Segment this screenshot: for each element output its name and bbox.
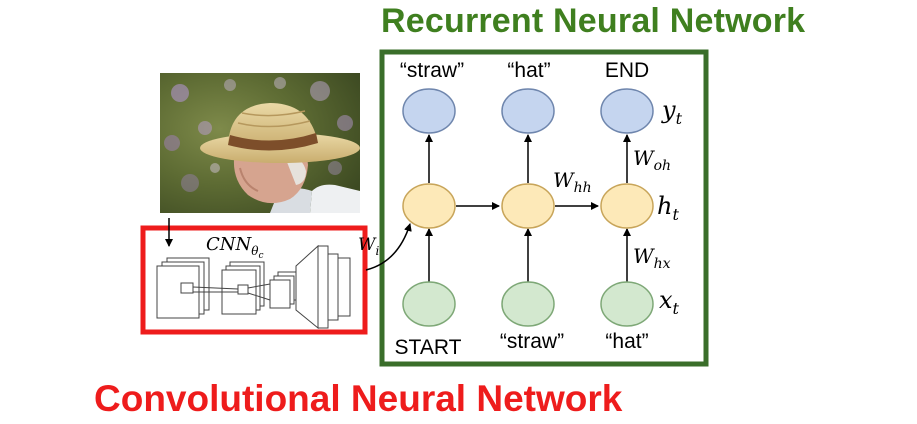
rnn-title: Recurrent Neural Network [381,2,806,40]
w-hx-label: Whx [633,244,671,272]
input-node-3 [600,281,654,327]
hidden-node-2 [501,183,555,229]
cnn-to-hidden-arrow [365,223,412,271]
w-ih-partial-label: Wi [358,235,379,258]
cnn-title: Convolutional Neural Network [94,378,623,419]
input-photo [160,73,360,213]
hidden-node-1 [402,183,456,229]
input-label-3: “hat” [605,330,648,353]
cnn-layers-illustration [156,244,351,330]
y-t-label: yt [661,96,683,128]
cnn-label: CNNθc [206,234,264,261]
cnn-box [140,225,368,335]
output-node-3 [600,88,654,134]
output-node-2 [501,88,555,134]
input-label-2: “straw” [500,330,564,353]
w-oh-label: Woh [633,146,671,174]
output-label-3: END [605,59,649,82]
straw-hat-man-image [160,73,360,213]
rnn-arrows [425,134,631,282]
x-t-label: xt [659,286,680,318]
rnn-box [379,49,709,367]
input-node-2 [501,281,555,327]
input-label-1: START [395,336,462,359]
hidden-node-3 [600,183,654,229]
output-node-1 [402,88,456,134]
output-label-2: “hat” [507,59,550,82]
w-hh-label: Whh [553,168,592,196]
h-t-label: ht [657,192,679,224]
input-node-1 [402,281,456,327]
output-label-1: “straw” [400,59,464,82]
